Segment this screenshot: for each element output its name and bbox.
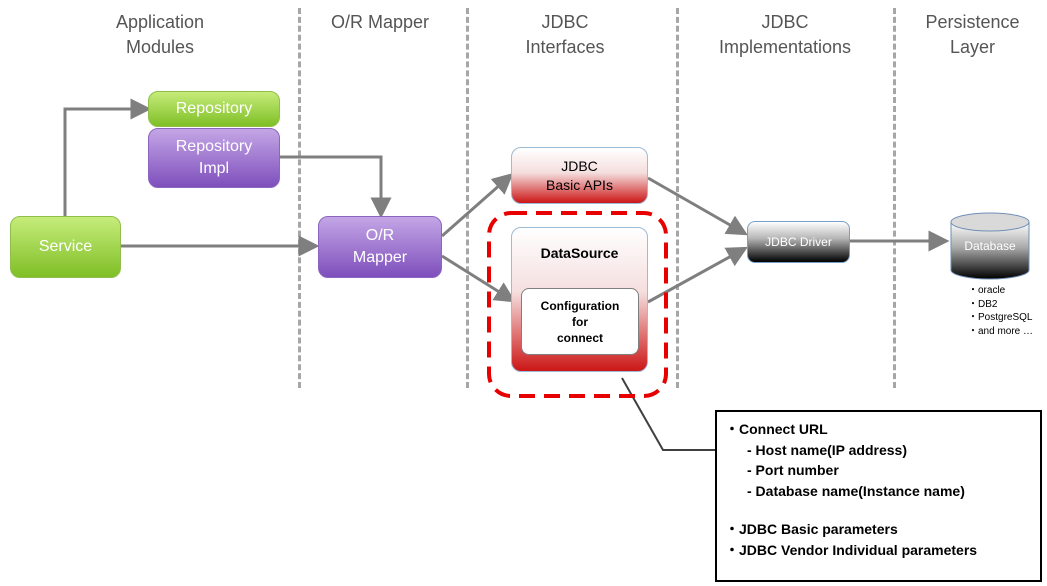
service-to-repository-arrow <box>63 98 152 216</box>
column-divider <box>466 8 469 388</box>
column-divider <box>298 8 301 388</box>
repository-impl-box: Repository Impl <box>148 128 280 188</box>
column-divider <box>893 8 896 388</box>
repoimpl-to-ormapper-arrow <box>279 155 392 219</box>
note-vendor-params: ・JDBC Vendor Individual parameters <box>725 541 978 558</box>
column-divider <box>676 8 679 388</box>
jdbc-basic-apis-box: JDBC Basic APIs <box>511 147 648 204</box>
column-header-application-modules: Application Modules <box>115 12 205 57</box>
note-port: - Port number <box>747 462 839 478</box>
list-item: ・and more … <box>968 325 1034 337</box>
column-header-jdbc-implementations: JDBC Implementations <box>718 12 852 57</box>
column-header-jdbc-interfaces: JDBC Interfaces <box>525 12 605 57</box>
list-item: ・oracle <box>968 285 1006 296</box>
list-item: ・DB2 <box>968 298 998 310</box>
ormapper-to-config-arrow <box>441 254 516 303</box>
repository-box: Repository <box>148 91 280 127</box>
column-header-persistence-layer: Persistence Layer <box>925 12 1020 57</box>
database-cylinder <box>950 212 1030 280</box>
note-basic-params: ・JDBC Basic parameters <box>725 521 898 537</box>
datasource-title: DataSource <box>540 245 619 261</box>
database-label: Database <box>964 239 1016 253</box>
list-item: ・PostgreSQL <box>968 312 1033 323</box>
column-header-or-mapper: O/R Mapper <box>330 12 430 32</box>
callout-connector <box>621 377 715 451</box>
jdbc-driver-box: JDBC Driver <box>747 221 850 263</box>
database-vendor-list: ・oracle ・DB2 ・PostgreSQL ・and more … <box>968 284 1033 338</box>
note-connect-url: ・Connect URL <box>725 421 828 437</box>
datasource-to-driver-arrow <box>647 246 748 304</box>
service-box: Service <box>10 216 121 278</box>
config-box: Configuration for connect <box>521 288 639 355</box>
datasource-highlight <box>487 211 668 398</box>
connection-settings-callout: ・Connect URL - Host name(IP address) - P… <box>715 410 1042 582</box>
note-dbname: - Database name(Instance name) <box>747 482 965 499</box>
ormapper-to-jdbc-basic-arrow <box>441 173 514 238</box>
jdbc-basic-to-driver-arrow <box>647 176 748 236</box>
or-mapper-box: O/R Mapper <box>318 216 442 278</box>
note-host: - Host name(IP address) <box>747 441 908 458</box>
